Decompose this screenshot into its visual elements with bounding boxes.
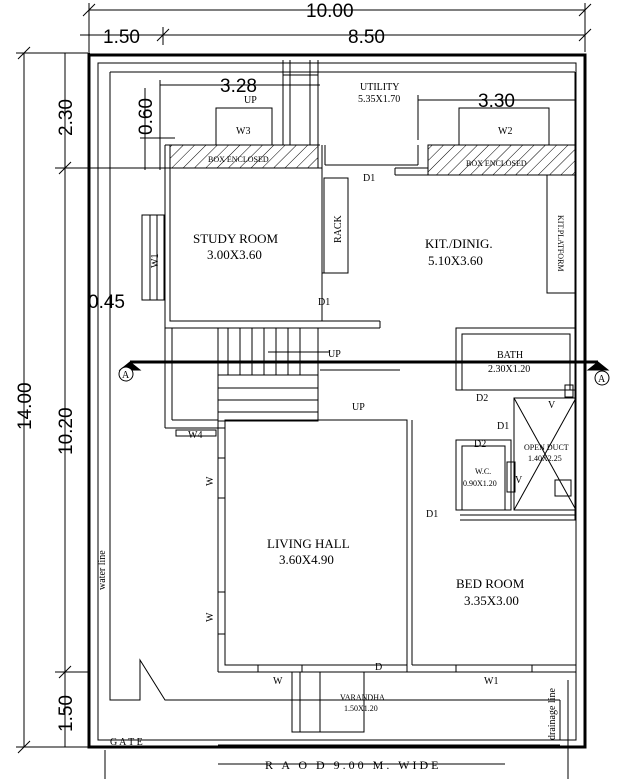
box-enclosed-right: BOX ENCLOSED: [466, 159, 527, 168]
section-marker-left: A: [122, 370, 130, 381]
kitchen-width-label: 3.30: [478, 91, 515, 112]
study-size: 3.00X3.60: [207, 247, 262, 262]
window-w-front: W: [273, 676, 283, 687]
main-length-label: 10.20: [56, 407, 77, 455]
living-size: 3.60X4.90: [279, 552, 334, 567]
overall-width-label: 10.00: [306, 1, 354, 22]
window-w1-bed: W1: [484, 676, 498, 687]
up-label-hall: UP: [352, 402, 365, 413]
kitchen-name: KIT./DINIG.: [425, 236, 493, 251]
varandha-size: 1.50X1.20: [344, 704, 378, 713]
window-w3: W3: [236, 126, 250, 137]
window-w-living-1: W: [205, 476, 216, 486]
water-line-label: water line: [97, 550, 108, 590]
vent-v-wc: V: [515, 475, 523, 486]
bath-name: BATH: [497, 350, 523, 361]
section-marker-right: A: [598, 374, 606, 385]
door-d1-kitchen: D1: [363, 173, 375, 184]
kitchen-size: 5.10X3.60: [428, 253, 483, 268]
box-enclosed-left: BOX ENCLOSED: [208, 155, 269, 164]
window-w1-study: W1: [150, 254, 161, 268]
varandha-name: VARANDHA: [340, 693, 385, 702]
top-setback-label: 2.30: [56, 99, 77, 136]
top-offset-label: 0.60: [136, 98, 157, 135]
up-label-stair: UP: [328, 349, 341, 360]
bedroom-size: 3.35X3.00: [464, 593, 519, 608]
drainage-line-label: drainage line: [547, 688, 558, 740]
front-setback-label: 1.50: [56, 695, 77, 732]
study-name: STUDY ROOM: [193, 231, 279, 246]
side-offset-label: 0.45: [88, 292, 125, 313]
window-w-living-2: W: [205, 612, 216, 622]
door-d1-study: D1: [318, 297, 330, 308]
vent-v-bath: V: [548, 400, 556, 411]
door-d2-bath: D2: [476, 393, 488, 404]
open-duct-name: OPEN DUCT: [524, 443, 569, 452]
utility-size: 5.35X1.70: [358, 94, 400, 105]
setback-left-label: 1.50: [103, 27, 140, 48]
built-width-label: 8.50: [348, 27, 385, 48]
window-w4: W4: [188, 430, 202, 441]
utility-name: UTILITY: [360, 82, 399, 93]
bath-size: 2.30X1.20: [488, 364, 530, 375]
door-d1-bed-main: D1: [426, 509, 438, 520]
kit-platform-label: KIT.PLATFORM: [556, 215, 565, 272]
wc-name: W.C.: [475, 467, 491, 476]
window-w2: W2: [498, 126, 512, 137]
wc-size: 0.90X1.20: [463, 479, 497, 488]
door-d2-wc: D2: [474, 439, 486, 450]
open-duct-size: 1.40X2.25: [528, 454, 562, 463]
gate-label: G A T E: [110, 737, 143, 748]
rack-label: RACK: [333, 214, 344, 243]
overall-length-label: 14.00: [15, 382, 36, 430]
door-d1-bed: D1: [497, 421, 509, 432]
road-label: R A O D 9.00 M. WIDE: [265, 758, 441, 772]
bedroom-name: BED ROOM: [456, 576, 525, 591]
up-label-top: UP: [244, 95, 257, 106]
study-width-label: 3.28: [220, 76, 257, 97]
door-d-main: D: [375, 662, 382, 673]
living-name: LIVING HALL: [267, 536, 350, 551]
